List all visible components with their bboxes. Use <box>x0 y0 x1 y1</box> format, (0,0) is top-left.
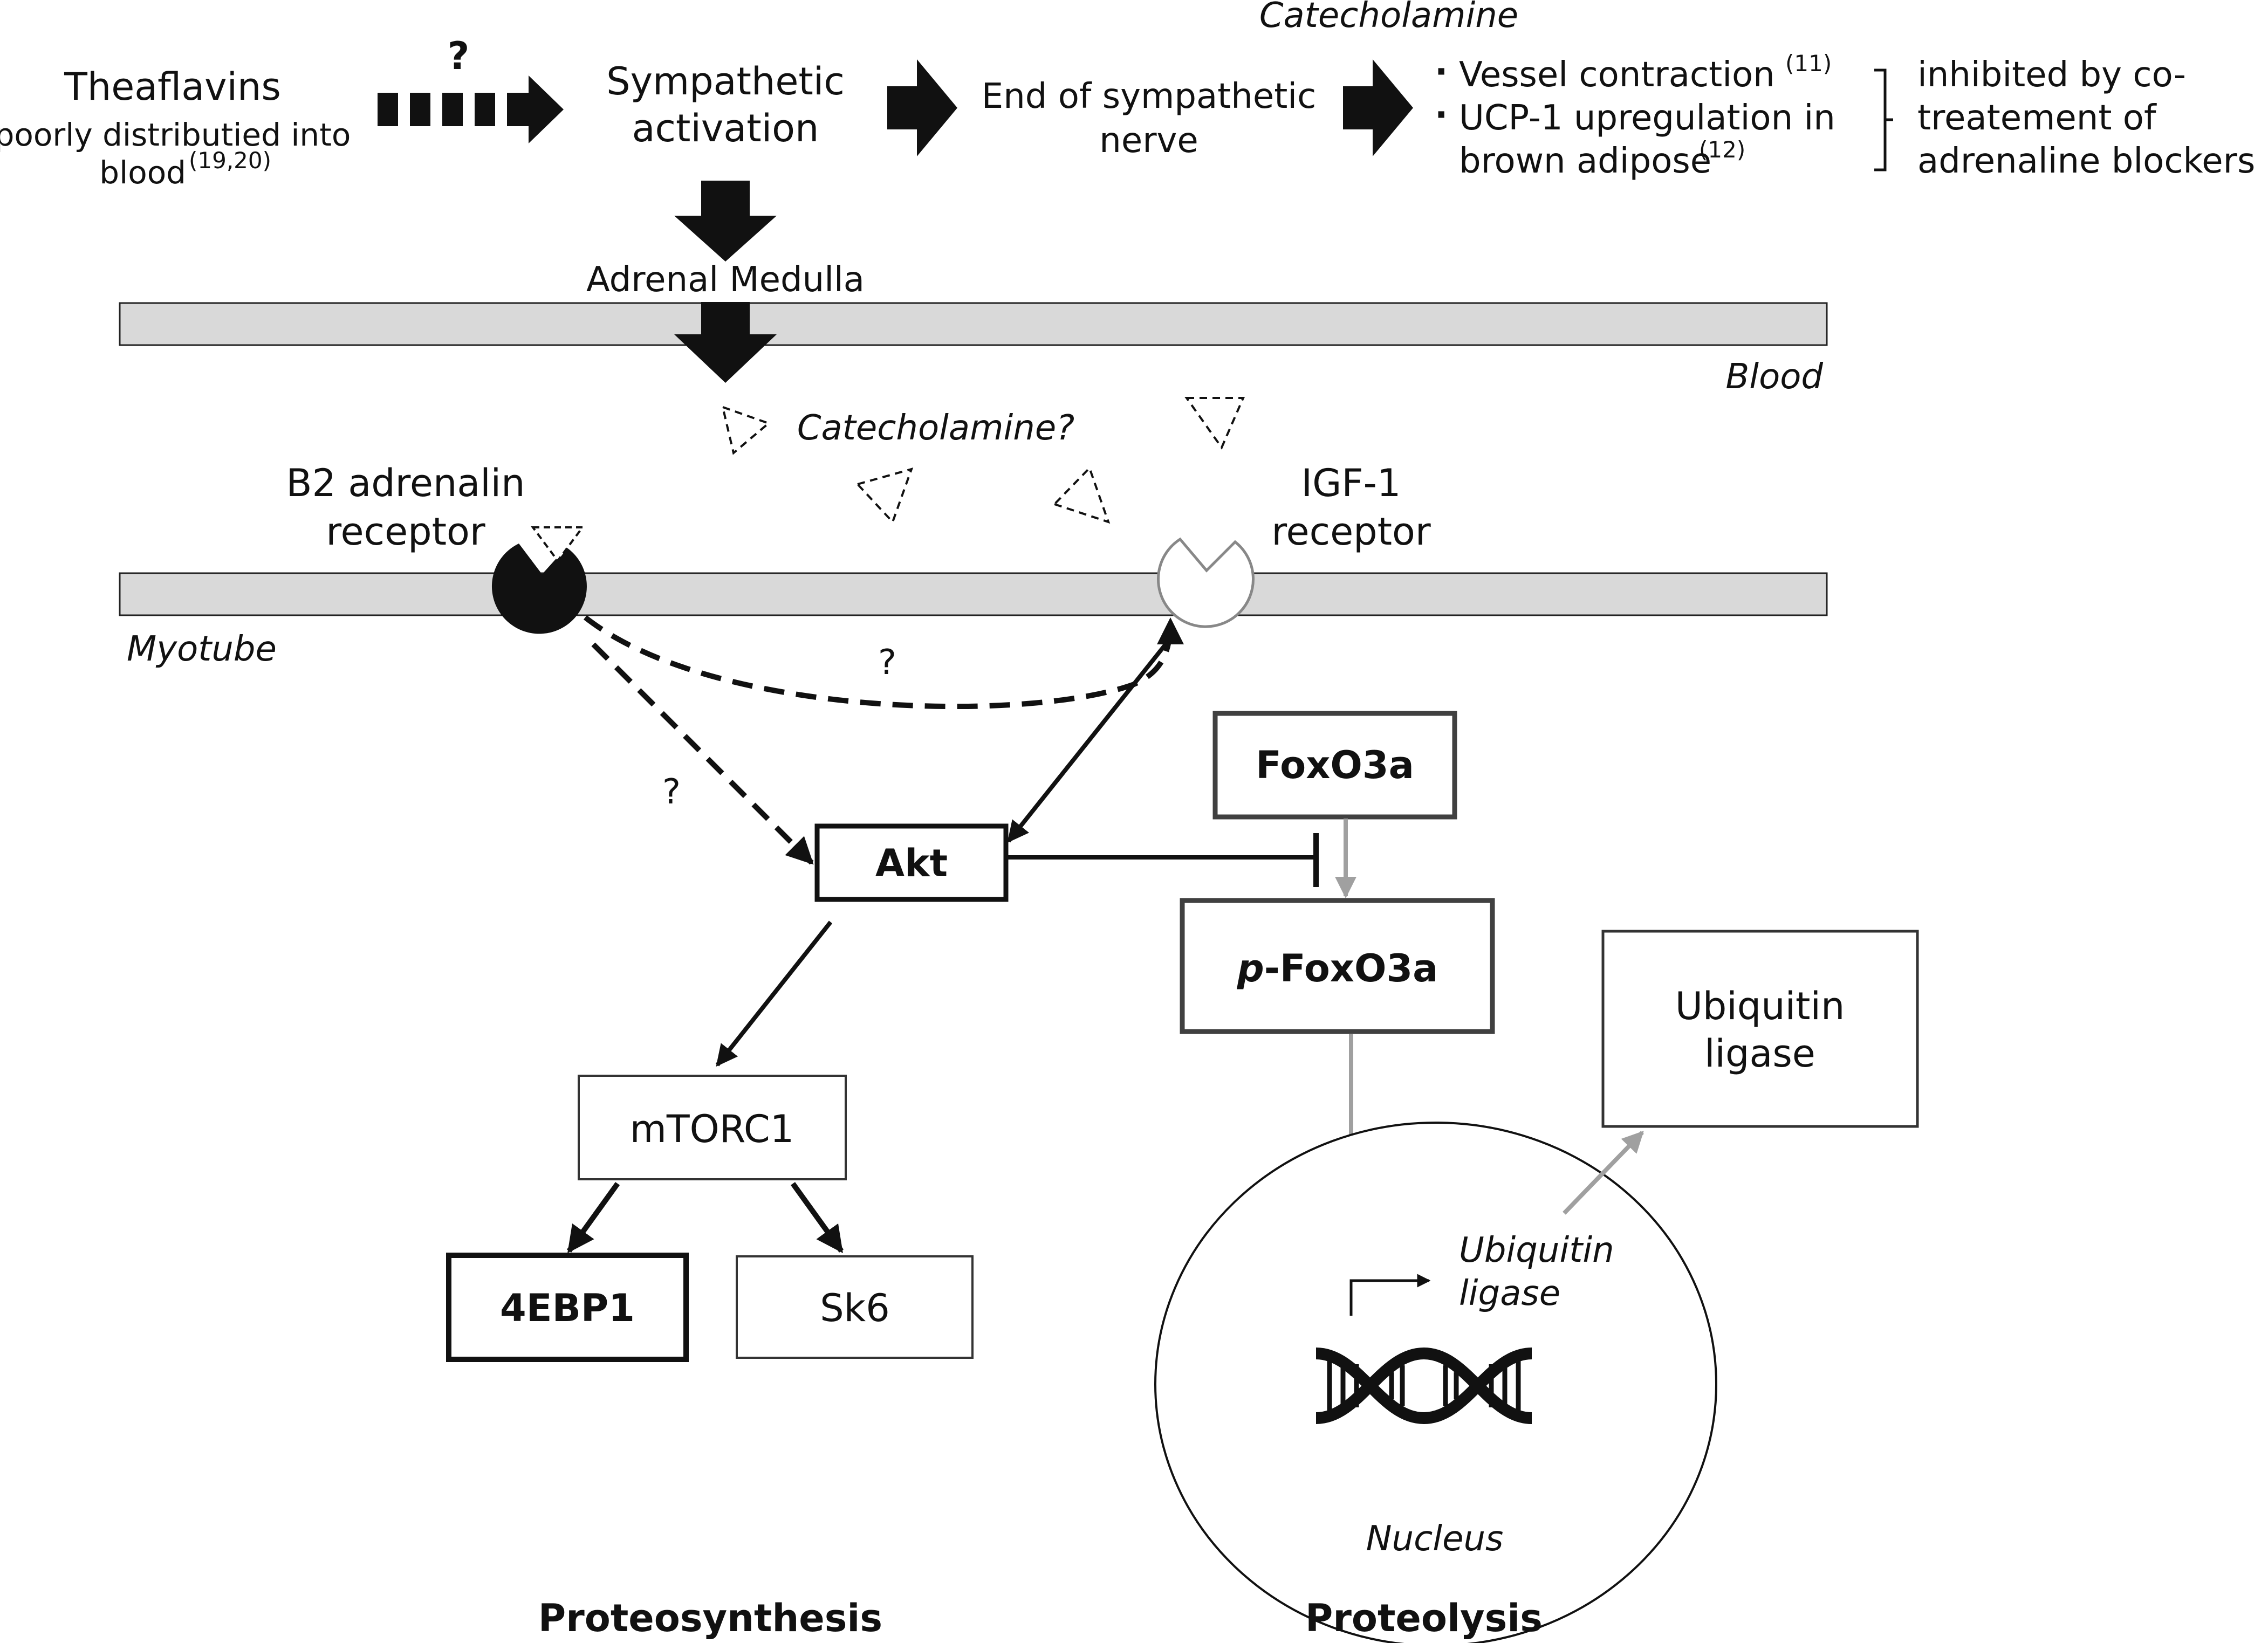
dashed-block-arrow <box>378 75 564 143</box>
poorly-distributed-line2: blood <box>99 154 186 191</box>
sympathetic-line1: Sympathetic <box>606 59 845 104</box>
catecholamine-effects: · Vessel contraction (11) · UCP-1 upregu… <box>1435 50 1835 181</box>
sympathetic-line2: activation <box>632 106 819 150</box>
proteosynthesis-label: Proteosynthesis <box>538 1596 882 1640</box>
4ebp1-box <box>446 1253 689 1362</box>
effect2-ref: (12) <box>1699 136 1745 163</box>
effects-bracket <box>1874 68 1893 171</box>
akt-inhibits-foxo3a <box>1006 833 1319 887</box>
theaflavins-label: Theaflavins <box>64 65 281 109</box>
adrenal-medulla-label: Adrenal Medulla <box>586 260 865 300</box>
akt-box <box>814 823 1009 902</box>
inhibited-line2: treatement of <box>1917 98 2157 138</box>
ubiquitin-gene-line2: ligase <box>1459 1274 1560 1314</box>
akt-to-mtorc1-arrow <box>715 920 833 1067</box>
4ebp1-label: 4EBP1 <box>500 1286 635 1330</box>
mtorc1-to-sk6-arrow <box>790 1182 844 1254</box>
mtorc1-label: mTORC1 <box>630 1107 794 1151</box>
p-prefix: p <box>1237 946 1264 991</box>
b2-receptor-line2: receptor <box>326 510 485 554</box>
effect2-bullet: · <box>1435 95 1448 135</box>
igf1-receptor-line1: IGF-1 <box>1301 461 1401 505</box>
blocker-inhibition-note: inhibited by co- treatement of adrenalin… <box>1917 55 2255 181</box>
nerve-end-line2: nerve <box>1099 121 1198 161</box>
nucleus-label: Nucleus <box>1366 1519 1504 1559</box>
sympathetic-activation-node: Sympathetic activation <box>606 59 845 150</box>
theaflavins-group: Theaflavins poorly distributied into blo… <box>0 65 351 191</box>
catecholamine-triangle-3 <box>855 468 914 524</box>
foxo3a-node: FoxO3a <box>1212 711 1457 820</box>
b2-to-igf1-dashed-path <box>583 615 1184 710</box>
ubiquitin-ligase-line1: Ubiquitin <box>1675 984 1845 1028</box>
mtorc1-to-4ebp1-arrow <box>566 1182 620 1254</box>
ubiquitin-gene-line1: Ubiquitin <box>1459 1230 1614 1270</box>
sk6-box <box>736 1255 974 1359</box>
inhibited-line3: adrenaline blockers <box>1917 141 2255 181</box>
effect1-text: Vessel contraction <box>1459 55 1775 95</box>
catecholamine-question-label: Catecholamine? <box>797 408 1074 448</box>
transcription-start-arrow <box>1349 1274 1431 1316</box>
sk6-label: Sk6 <box>820 1286 890 1330</box>
ubiquitin-ligase-line2: ligase <box>1704 1032 1815 1076</box>
effect2-line1: UCP-1 upregulation in <box>1459 98 1835 138</box>
catecholamine-label: Catecholamine <box>1259 0 1518 36</box>
sk6-node: Sk6 <box>736 1255 974 1359</box>
catecholamine-molecules <box>721 397 1245 524</box>
gene-to-ubiquitin-ligase-arrow <box>1563 1131 1644 1215</box>
ubiquitin-ligase-box <box>1601 930 1919 1128</box>
myotube-membrane-band <box>119 572 1828 616</box>
foxo3a-suffix: -FoxO3a <box>1264 946 1438 991</box>
foxo3a-box <box>1212 711 1457 820</box>
block-arrow-into-blood <box>674 302 777 383</box>
poorly-distributed-ref: (19,20) <box>189 147 271 174</box>
igf1-to-akt-arrow <box>1006 640 1170 843</box>
block-arrow-to-effects <box>1343 59 1413 156</box>
unknown-mechanism-mark: ? <box>448 34 470 78</box>
4ebp1-node: 4EBP1 <box>446 1253 689 1362</box>
effect2-line2: brown adipose <box>1459 141 1711 181</box>
effect1-ref: (11) <box>1785 50 1832 77</box>
akt-label: Akt <box>875 841 948 885</box>
blood-label: Blood <box>1725 357 1823 397</box>
b2-adrenalin-receptor <box>491 526 587 634</box>
p-foxo3a-box <box>1180 898 1495 1034</box>
p-foxo3a-node: p-FoxO3a <box>1180 898 1495 1034</box>
igf1-receptor <box>1157 537 1255 628</box>
catecholamine-triangle-1 <box>721 405 771 455</box>
ubiquitin-ligase-node: Ubiquitin ligase <box>1601 930 1919 1128</box>
foxo3a-label: FoxO3a <box>1256 743 1414 787</box>
block-arrow-to-adrenal <box>674 181 777 262</box>
blood-vessel-band <box>119 302 1828 346</box>
block-arrow-to-nerve-end <box>887 59 957 156</box>
b2-akt-question-mark: ? <box>662 772 681 812</box>
mtorc1-node: mTORC1 <box>578 1075 847 1180</box>
mtorc1-box <box>578 1075 847 1180</box>
proteolysis-label: Proteolysis <box>1305 1596 1543 1640</box>
p-foxo3a-label: p-FoxO3a <box>1237 946 1438 991</box>
catecholamine-triangle-2 <box>1184 397 1245 450</box>
poorly-distributed-line1: poorly distributied into <box>0 116 351 153</box>
catecholamine-triangle-4 <box>1052 466 1111 524</box>
effect1-bullet: · <box>1435 52 1448 92</box>
akt-node: Akt <box>814 823 1009 902</box>
nerve-end-line1: End of sympathetic <box>982 77 1317 116</box>
b2-receptor-line1: B2 adrenalin <box>286 461 525 505</box>
igf1-receptor-line2: receptor <box>1271 510 1431 554</box>
inhibited-line1: inhibited by co- <box>1917 55 2186 95</box>
b2-to-akt-dashed-arrow <box>591 642 814 865</box>
end-of-sympathetic-nerve-node: End of sympathetic nerve <box>982 77 1317 161</box>
b2-igf1-question-mark: ? <box>878 643 896 683</box>
myotube-label: Myotube <box>127 629 277 669</box>
dna-icon <box>1315 1347 1532 1425</box>
nucleus <box>1154 1122 1717 1643</box>
